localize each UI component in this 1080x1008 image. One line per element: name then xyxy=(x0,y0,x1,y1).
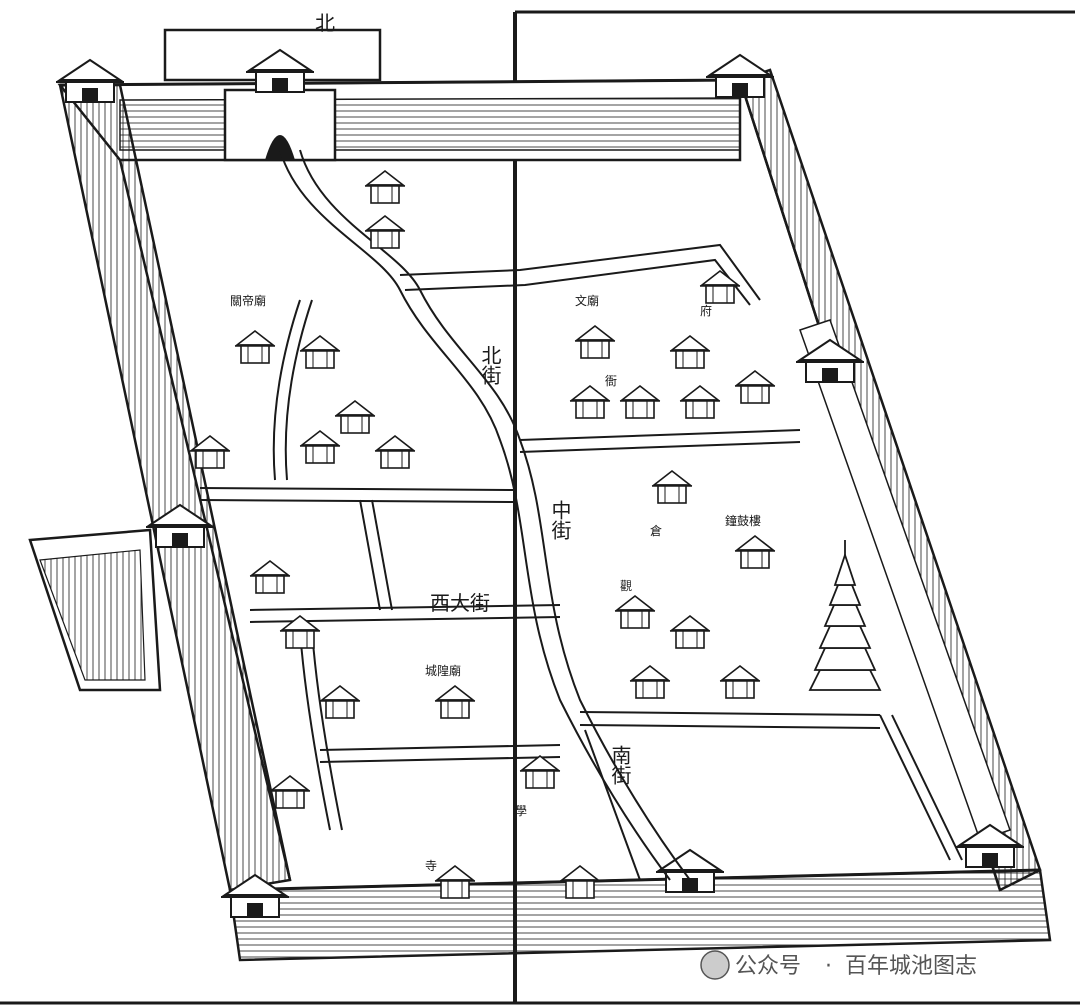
building-west-1 xyxy=(234,330,276,364)
pagoda xyxy=(808,540,882,691)
building-west-2 xyxy=(299,335,341,369)
buildings xyxy=(189,170,776,899)
building-east-6 xyxy=(679,385,721,419)
building-west-5 xyxy=(374,435,416,469)
watermark-logo-icon xyxy=(700,950,730,980)
building-west-10 xyxy=(434,685,476,719)
building-west-9 xyxy=(319,685,361,719)
watermark-account: 百年城池图志 xyxy=(845,954,977,979)
building-west-3 xyxy=(334,400,376,434)
building-east-10 xyxy=(614,595,656,629)
northeast-corner-tower xyxy=(705,54,775,98)
building-label-5: 鐘鼓樓 xyxy=(725,513,761,528)
building-north-temple-2 xyxy=(364,215,406,249)
building-label-6: 學 xyxy=(515,804,527,818)
building-label-4: 倉 xyxy=(650,523,662,538)
watermark: 公众号 · 百年城池图志 xyxy=(700,950,977,980)
building-north-temple xyxy=(364,170,406,204)
north-direction-label: 北 xyxy=(315,11,335,35)
building-east-5 xyxy=(619,385,661,419)
building-south-west xyxy=(434,865,476,899)
south-gate-tower xyxy=(655,849,725,893)
building-label-10: 觀 xyxy=(620,579,632,593)
building-east-7 xyxy=(734,370,776,404)
building-south-east xyxy=(559,865,601,899)
building-label-3: 文廟 xyxy=(575,293,599,308)
building-label-2: 城隍廟 xyxy=(425,663,461,678)
building-east-3 xyxy=(669,335,711,369)
building-west-7 xyxy=(249,560,291,594)
streets xyxy=(199,149,963,881)
building-label-9: 寺 xyxy=(425,859,437,873)
building-label-7: 衙 xyxy=(605,374,617,388)
east-city-wall xyxy=(738,68,1042,892)
building-east-4 xyxy=(569,385,611,419)
building-east-13 xyxy=(719,665,761,699)
south-city-wall xyxy=(228,868,1052,962)
building-west-4 xyxy=(299,430,341,464)
building-east-2 xyxy=(574,325,616,359)
building-label-8: 府 xyxy=(700,303,712,318)
building-east-1 xyxy=(699,270,741,304)
street-label-south: 南街 xyxy=(608,745,632,785)
building-east-12 xyxy=(629,665,671,699)
building-east-14 xyxy=(519,755,561,789)
street-label-north: 北街 xyxy=(478,345,502,385)
street-label-west: 西大街 xyxy=(430,591,490,615)
northwest-corner-tower xyxy=(55,59,125,103)
north-city-wall xyxy=(57,78,742,162)
building-label-1: 關帝廟 xyxy=(230,293,266,308)
street-label-middle: 中街 xyxy=(548,500,572,540)
watermark-prefix: 公众号 xyxy=(735,954,801,979)
north-gate-tower xyxy=(163,28,382,162)
building-east-9 xyxy=(734,535,776,569)
building-east-8 xyxy=(651,470,693,504)
building-west-11 xyxy=(269,775,311,809)
west-barbican xyxy=(28,528,162,692)
building-east-11 xyxy=(669,615,711,649)
watermark-separator: · xyxy=(825,954,832,979)
